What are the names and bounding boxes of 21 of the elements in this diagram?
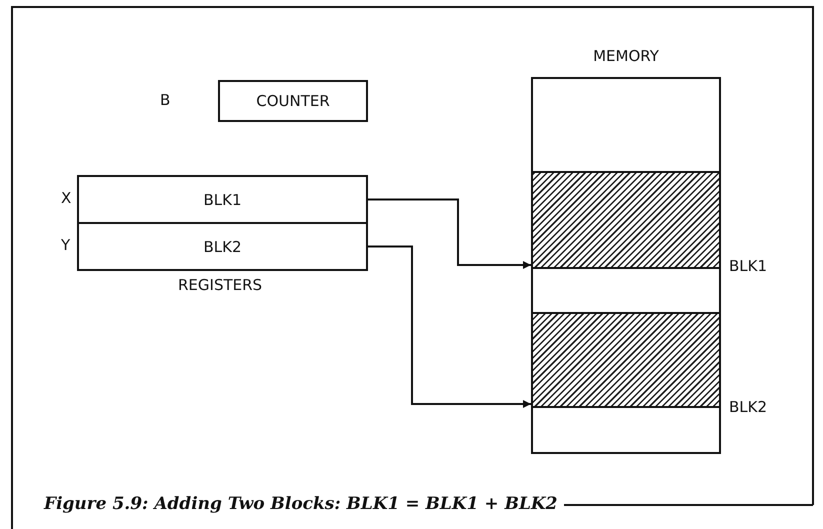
memory-block-hatched	[531, 173, 721, 267]
memory-block-hatched	[531, 314, 721, 406]
figure-caption: Figure 5.9: Adding Two Blocks: BLK1 = BLK1 + BLK2	[44, 494, 564, 514]
register-label: BLK2	[203, 238, 242, 256]
memory-heading: MEMORY	[593, 47, 659, 65]
register-letter: B	[160, 91, 170, 109]
register-box	[77, 175, 368, 224]
register-box	[218, 80, 368, 122]
block-label: BLK1	[729, 257, 768, 275]
register-label: BLK1	[203, 190, 242, 208]
memory-cell	[531, 267, 721, 314]
group-label: REGISTERS	[178, 276, 262, 294]
register-letter: Y	[61, 236, 70, 254]
register-label: COUNTER	[256, 92, 330, 110]
block-label: BLK2	[729, 398, 768, 416]
memory-cell	[531, 406, 721, 454]
arrow	[368, 246, 531, 408]
register-letter: X	[61, 189, 72, 207]
memory-cell	[531, 77, 721, 173]
arrow	[368, 198, 531, 269]
register-box	[77, 222, 368, 271]
